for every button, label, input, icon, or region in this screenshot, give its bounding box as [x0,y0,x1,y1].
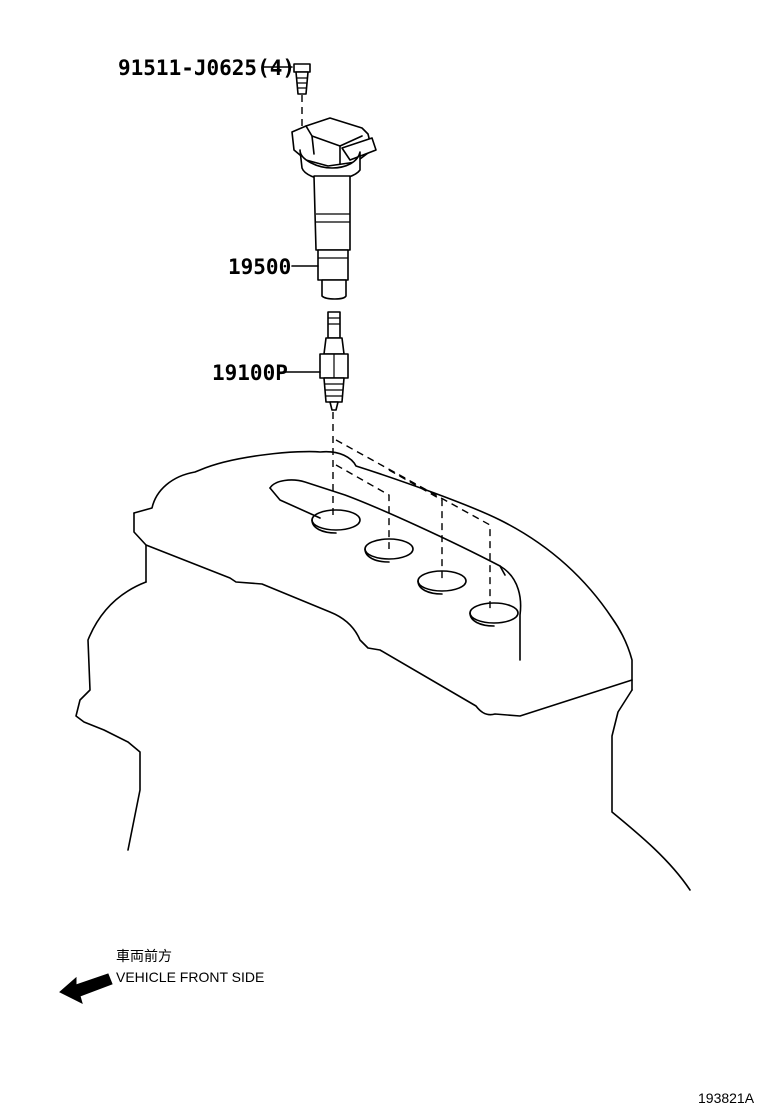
vehicle-front-label-jp: 車両前方 [116,948,172,964]
spark-plug-part-label: 19100P [212,361,288,385]
spark-plug [285,311,349,411]
vehicle-front-side-indicator: 車両前方 VEHICLE FRONT SIDE [59,948,264,1004]
alignment-lines [301,95,491,613]
bolt [261,63,311,95]
ignition-coil [291,117,377,300]
engine-head [75,450,691,891]
vehicle-front-label-en: VEHICLE FRONT SIDE [116,969,264,985]
arrow-left-down-icon [59,973,113,1004]
diagram-id: 193821A [698,1090,755,1106]
bolt-part-label: 91511-J0625(4) [118,56,295,80]
ignition-coil-part-label: 19500 [228,255,291,279]
